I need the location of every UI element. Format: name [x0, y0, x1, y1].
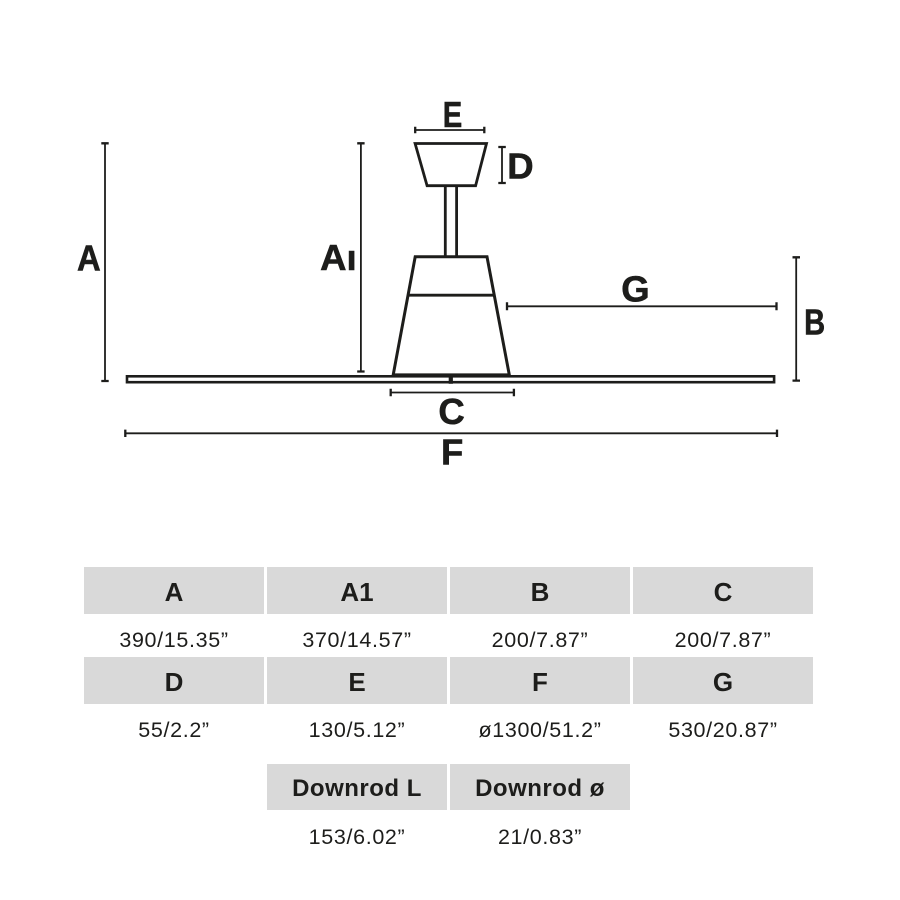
- svg-text:A: A: [77, 237, 101, 278]
- svg-text:E: E: [443, 94, 463, 135]
- svg-text:D: D: [507, 145, 533, 186]
- svg-text:C: C: [438, 391, 464, 432]
- svg-text:F: F: [441, 432, 463, 473]
- svg-text:B: B: [804, 302, 825, 343]
- svg-text:G: G: [621, 269, 649, 310]
- svg-text:Aı: Aı: [320, 237, 357, 278]
